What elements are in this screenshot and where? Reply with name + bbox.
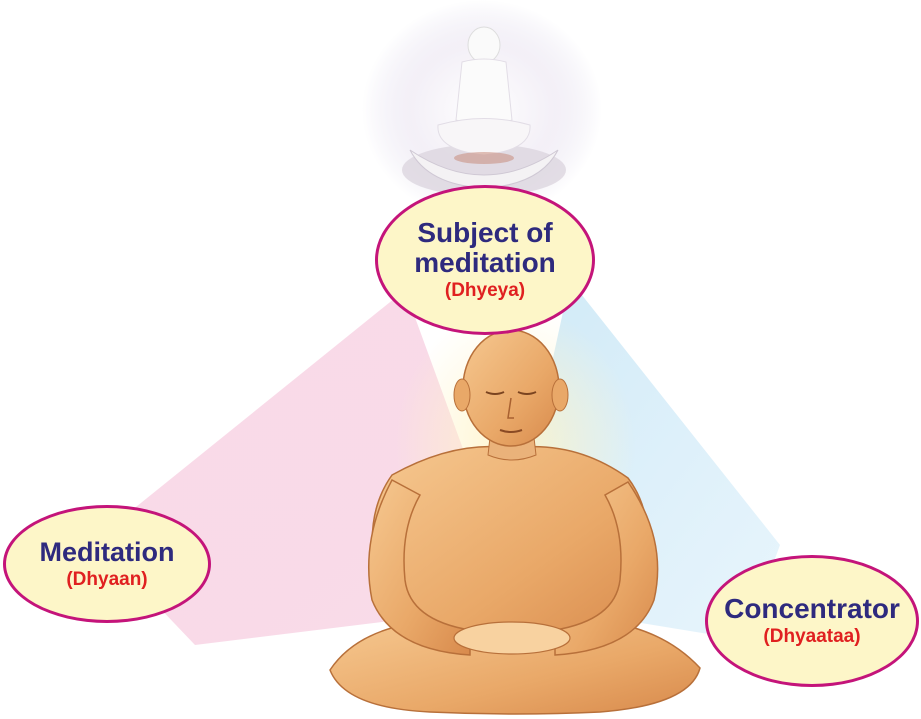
subject-sanskrit-term: (Dhyeya) (445, 281, 525, 302)
subject-of-meditation-bubble: Subject of meditation (Dhyeya) (375, 185, 595, 335)
concentrator-bubble: Concentrator (Dhyaataa) (705, 555, 919, 687)
meditation-sanskrit-term: (Dhyaan) (66, 570, 147, 591)
meditation-bubble: Meditation (Dhyaan) (3, 505, 211, 623)
subject-label-line1: Subject of (417, 218, 552, 248)
concentrator-sanskrit-term: (Dhyaataa) (763, 627, 860, 648)
meditation-label: Meditation (40, 538, 175, 567)
concentrator-label: Concentrator (724, 594, 900, 624)
subject-label-line2: meditation (414, 248, 556, 278)
